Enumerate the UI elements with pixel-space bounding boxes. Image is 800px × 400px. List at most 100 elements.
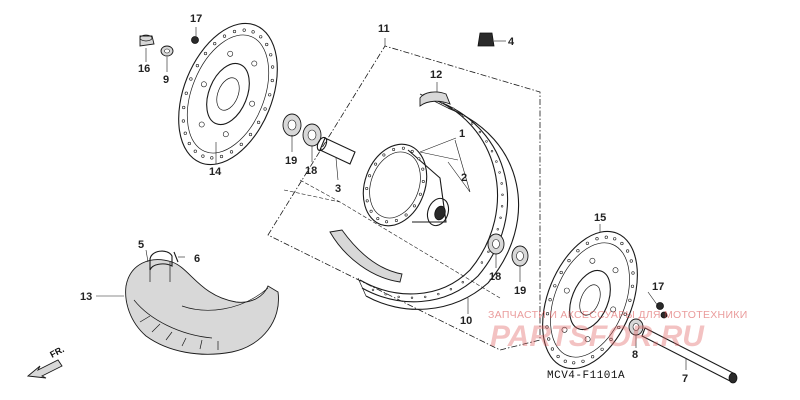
hub-hole [410, 149, 414, 153]
disc-mount-hole [584, 336, 591, 343]
part-number-labels: 11 12 1 2 3 4 5 6 7 8 9 10 13 14 15 16 1… [80, 13, 688, 385]
rim-hole [424, 295, 427, 299]
label-part-5: 5 [138, 239, 144, 251]
disc-drill-hole [553, 284, 557, 288]
label-part-18-right: 18 [489, 271, 501, 283]
disc-drill-hole [631, 271, 635, 275]
air-valve-5 [149, 262, 171, 282]
label-part-11: 11 [378, 23, 390, 35]
diagram-code: MCV4-F1101A [547, 370, 625, 382]
label-part-17-right: 17 [652, 281, 664, 293]
disc-drill-hole [251, 30, 255, 34]
label-part-17-left: 17 [190, 13, 202, 25]
bearing-right-inner [487, 233, 505, 255]
disc-mount-hole [200, 81, 207, 88]
bearing-left-outer [282, 113, 302, 137]
hub-hole [374, 162, 378, 166]
disc-mount-hole [610, 306, 617, 313]
hub-hole [418, 192, 422, 196]
label-part-8: 8 [632, 349, 638, 361]
rim-hole [410, 296, 414, 299]
wheel-hub [362, 143, 450, 227]
disc-drill-hole [239, 142, 243, 146]
label-part-6: 6 [194, 253, 200, 265]
disc-drill-hole [222, 34, 227, 38]
disc-drill-hole [232, 29, 237, 34]
hub-hole [365, 187, 369, 191]
disc-drill-hole [628, 298, 632, 302]
label-part-19-right: 19 [514, 285, 526, 297]
rim-hole [487, 250, 490, 254]
rim-hole [500, 182, 503, 185]
disc-drill-hole [547, 337, 551, 341]
label-part-14: 14 [209, 166, 222, 178]
label-part-1: 1 [459, 128, 465, 140]
label-part-18-left: 18 [305, 165, 317, 177]
front-direction-arrow: FR. [26, 344, 66, 379]
disc-mount-hole [612, 267, 619, 274]
leader-lines [96, 27, 687, 370]
rim-hole [437, 292, 440, 296]
rim-hole [498, 171, 501, 174]
disc-drill-hole [259, 35, 263, 39]
disc-drill-hole [623, 312, 627, 316]
rim-hole [490, 150, 494, 153]
hub-hole [417, 157, 421, 161]
disc-drill-hole [271, 65, 275, 69]
hub-hole [394, 219, 398, 223]
rim-hole [452, 107, 455, 111]
rim-hole [449, 288, 453, 291]
hub-hole [412, 204, 416, 208]
hub-hole [401, 146, 405, 150]
disc-drill-hole [629, 259, 633, 263]
disc-mount-hole [251, 60, 258, 67]
label-part-7: 7 [682, 373, 688, 385]
hub-hole [382, 153, 386, 157]
hub-hole [392, 148, 396, 152]
rim-hole [397, 295, 400, 299]
rim-hole [496, 228, 499, 231]
disc-drill-hole [617, 325, 621, 330]
disc-mount-hole [249, 100, 255, 107]
disc-drill-hole [201, 154, 205, 158]
rim-hole [462, 114, 465, 118]
watermark-brand: PARTSFOR.RU [490, 320, 705, 353]
disc-drill-hole [545, 312, 550, 316]
disc-drill-hole [213, 41, 217, 46]
disc-drill-hole [620, 241, 624, 246]
rim-hole [501, 193, 504, 197]
disc-drill-hole [268, 93, 272, 97]
disc-drill-hole [263, 107, 267, 111]
disc-bolt-16 [139, 34, 155, 47]
disc-drill-hole [613, 237, 617, 241]
disc-drill-hole [195, 63, 199, 68]
rim-hole [461, 281, 464, 284]
disc-drill-hole [585, 241, 590, 245]
disc-mount-hole [222, 131, 229, 138]
disc-drill-hole [567, 259, 571, 263]
disc-drill-hole [595, 237, 599, 241]
rim-hole [485, 140, 488, 143]
label-part-13: 13 [80, 291, 92, 303]
disc-drill-hole [590, 355, 595, 359]
disc-drill-hole [609, 337, 613, 342]
disc-drill-hole [219, 154, 224, 159]
rim-hole [478, 130, 482, 134]
disc-mount-hole [227, 50, 234, 57]
disc-drill-hole [189, 77, 193, 81]
disc-drill-hole [248, 132, 253, 137]
washer-9 [160, 45, 174, 57]
disc-drill-hole [182, 105, 186, 110]
disc-bolt-17-right [656, 302, 668, 319]
watermark: ЗАПЧАСТИ И АКСЕССУАРЫ ДЛЯ МОТОТЕХНИКИ PA… [488, 309, 747, 353]
wheel-rim [329, 93, 520, 310]
disc-drill-hole [181, 119, 185, 123]
bearing-right-outer [511, 245, 529, 267]
rim-hole [495, 160, 498, 163]
label-part-15: 15 [594, 212, 606, 224]
label-part-10: 10 [460, 315, 472, 327]
disc-drill-hole [600, 347, 604, 351]
disc-drill-hole [187, 141, 191, 146]
front-axle [641, 327, 738, 384]
